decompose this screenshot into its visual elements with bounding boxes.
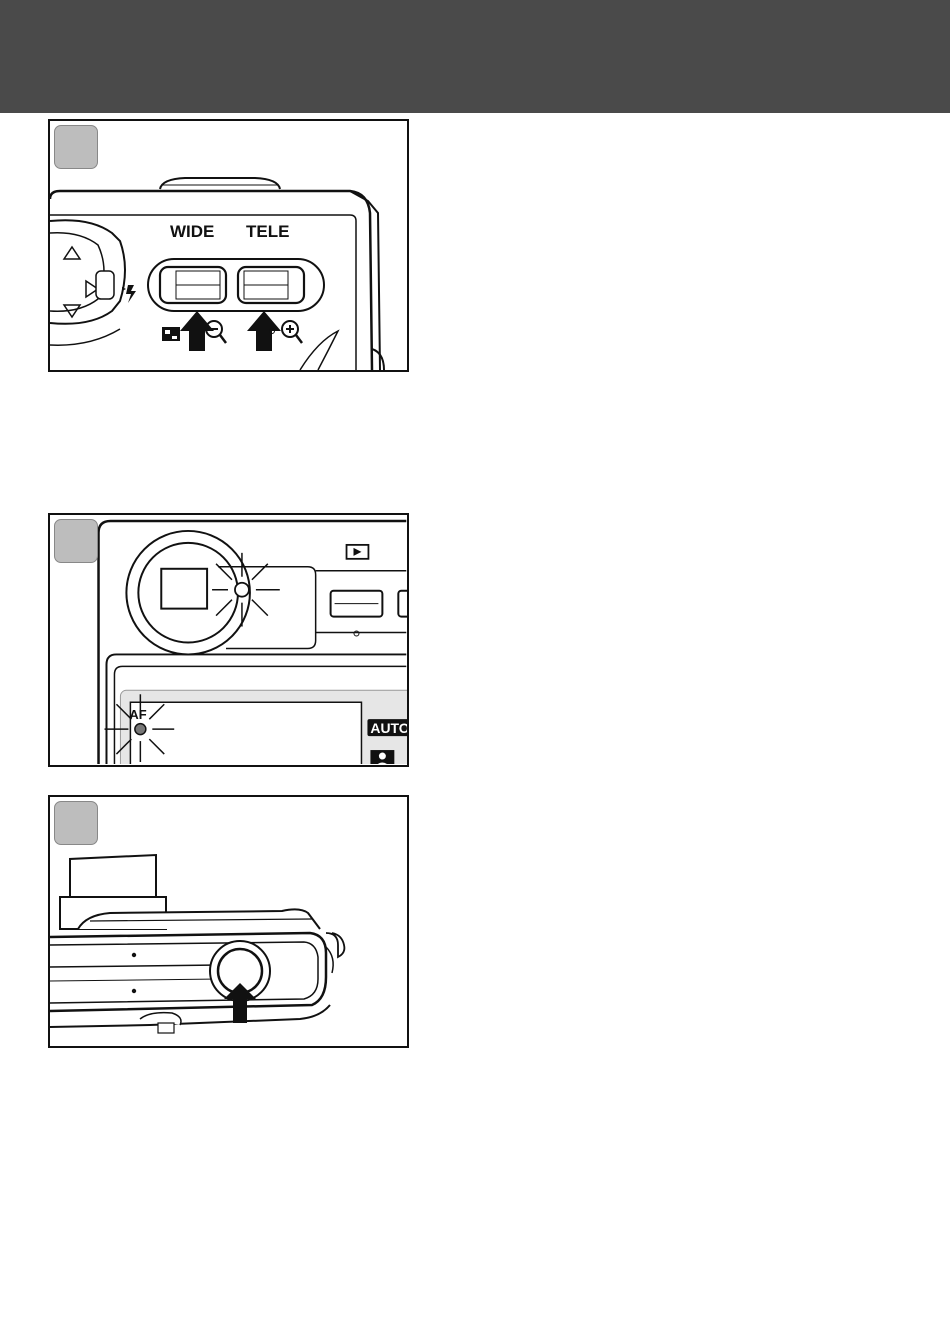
press-arrow-icon — [180, 311, 214, 351]
zoom-in-icon — [282, 321, 302, 343]
figure-focus-lamp: AF AUTO — [48, 513, 409, 767]
wide-button[interactable] — [160, 267, 226, 303]
page-header-bar — [0, 0, 950, 113]
tele-label: TELE — [246, 222, 289, 241]
step-badge — [54, 801, 98, 845]
step-badge — [54, 519, 98, 563]
figure-zoom-buttons: WIDE TELE — [48, 119, 409, 372]
playback-icon — [347, 545, 369, 559]
wide-label: WIDE — [170, 222, 214, 241]
zoom-illustration: WIDE TELE — [50, 121, 407, 370]
focus-lamp-illustration: AF AUTO — [50, 515, 407, 764]
portrait-mode-icon — [370, 750, 394, 764]
index-thumbnail-icon — [162, 327, 180, 341]
press-arrow-icon — [247, 311, 281, 351]
shutter-illustration — [50, 797, 407, 1046]
lcd-screen — [130, 702, 361, 764]
tele-button[interactable] — [238, 267, 304, 303]
auto-label: AUTO — [370, 720, 407, 736]
af-label: AF — [129, 707, 146, 722]
zoom-out-icon — [206, 321, 226, 343]
step-badge — [54, 125, 98, 169]
figure-shutter-button — [48, 795, 409, 1048]
viewfinder-eyepiece — [126, 531, 250, 655]
